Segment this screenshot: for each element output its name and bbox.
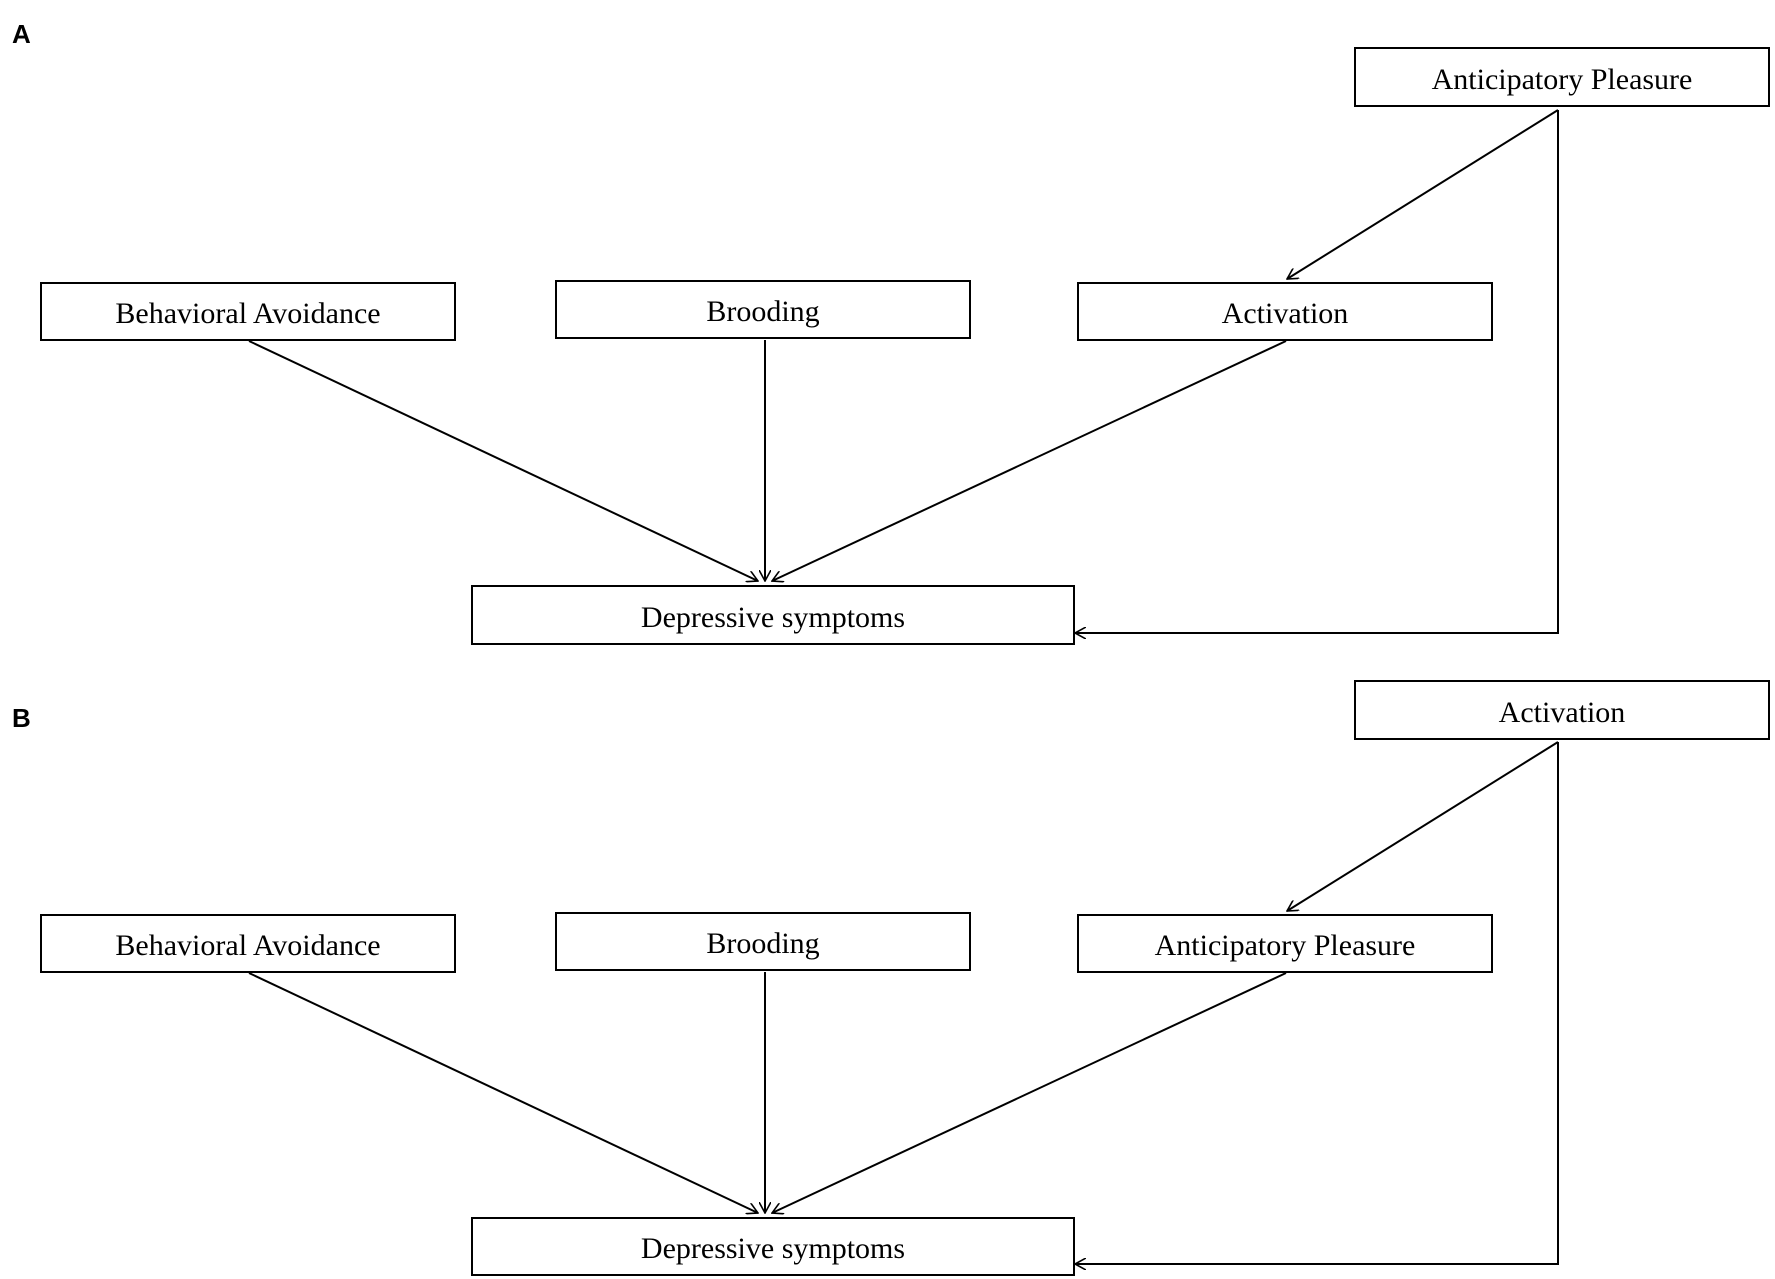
node-outcome: Depressive symptoms — [471, 585, 1075, 645]
node-left: Behavioral Avoidance — [40, 282, 456, 341]
node-label: Brooding — [706, 927, 819, 960]
panel-a: A Anticipatory Pleasure Behavioral Avoid… — [12, 19, 1770, 645]
node-outcome: Depressive symptoms — [471, 1217, 1075, 1276]
panel-label: B — [12, 703, 31, 733]
edge-left-to-outcome — [248, 972, 758, 1213]
edge-top-to-outcome — [1075, 110, 1559, 633]
edge-top-to-right — [1287, 109, 1559, 279]
node-label: Activation — [1222, 297, 1349, 330]
node-label: Depressive symptoms — [641, 601, 905, 634]
node-label: Anticipatory Pleasure — [1155, 929, 1416, 962]
edge-right-to-outcome — [772, 972, 1287, 1213]
node-label: Behavioral Avoidance — [115, 297, 380, 330]
edge-left-to-outcome — [248, 340, 758, 581]
node-right: Activation — [1077, 282, 1493, 341]
node-label: Behavioral Avoidance — [115, 929, 380, 962]
edge-right-to-outcome — [772, 340, 1287, 581]
node-top: Anticipatory Pleasure — [1354, 47, 1770, 107]
node-left: Behavioral Avoidance — [40, 914, 456, 973]
node-label: Activation — [1499, 696, 1626, 729]
node-middle: Brooding — [555, 912, 971, 971]
panel-label: A — [12, 19, 31, 49]
node-label: Depressive symptoms — [641, 1232, 905, 1265]
panel-b: B Activation Behavioral Avoidance Broodi… — [12, 680, 1770, 1276]
edge-top-to-outcome — [1075, 742, 1559, 1264]
node-middle: Brooding — [555, 280, 971, 339]
edge-top-to-right — [1287, 741, 1559, 911]
node-label: Anticipatory Pleasure — [1432, 63, 1693, 96]
node-top: Activation — [1354, 680, 1770, 740]
node-right: Anticipatory Pleasure — [1077, 914, 1493, 973]
node-label: Brooding — [706, 295, 819, 328]
